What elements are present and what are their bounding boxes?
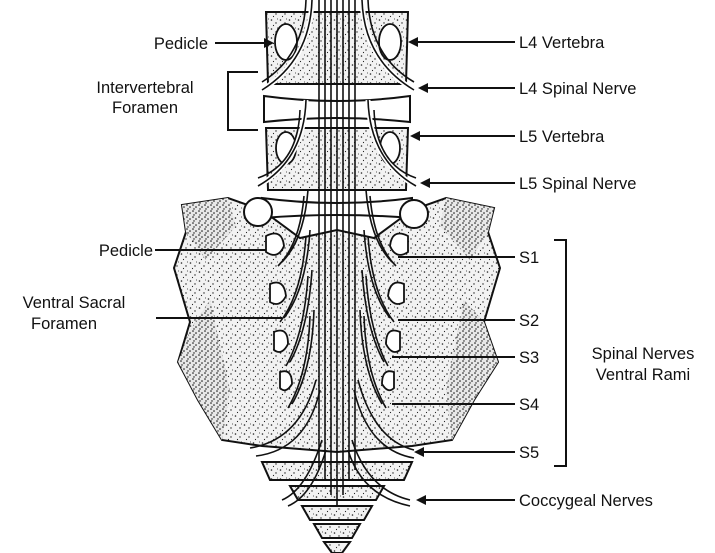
left-ala-bump <box>244 198 272 226</box>
l4-left-pedicle <box>275 24 297 60</box>
l4-right-pedicle <box>379 24 401 60</box>
label-pedicle-top: Pedicle <box>154 35 208 53</box>
label-coccygeal-nerves: Coccygeal Nerves <box>519 492 653 510</box>
label-pedicle-mid: Pedicle <box>99 242 153 260</box>
label-s1: S1 <box>519 249 539 267</box>
label-s4: S4 <box>519 396 539 414</box>
central-bundle <box>319 0 355 505</box>
label-foramen-1: Foramen <box>112 99 178 117</box>
label-s3: S3 <box>519 349 539 367</box>
label-intervertebral: Intervertebral <box>96 79 193 97</box>
label-l4-spinal-nerve: L4 Spinal Nerve <box>519 80 636 98</box>
label-s5: S5 <box>519 444 539 462</box>
label-l5-spinal-nerve: L5 Spinal Nerve <box>519 175 636 193</box>
label-ventral-rami: Ventral Rami <box>596 366 690 384</box>
right-ala-bump <box>400 200 428 228</box>
label-spinal-nerves: Spinal Nerves <box>592 345 695 363</box>
label-ventral-sacral: Ventral Sacral <box>23 294 126 312</box>
label-l4-vertebra: L4 Vertebra <box>519 34 605 52</box>
label-s2: S2 <box>519 312 539 330</box>
label-foramen-2: Foramen <box>31 315 97 333</box>
label-l5-vertebra: L5 Vertebra <box>519 128 605 146</box>
